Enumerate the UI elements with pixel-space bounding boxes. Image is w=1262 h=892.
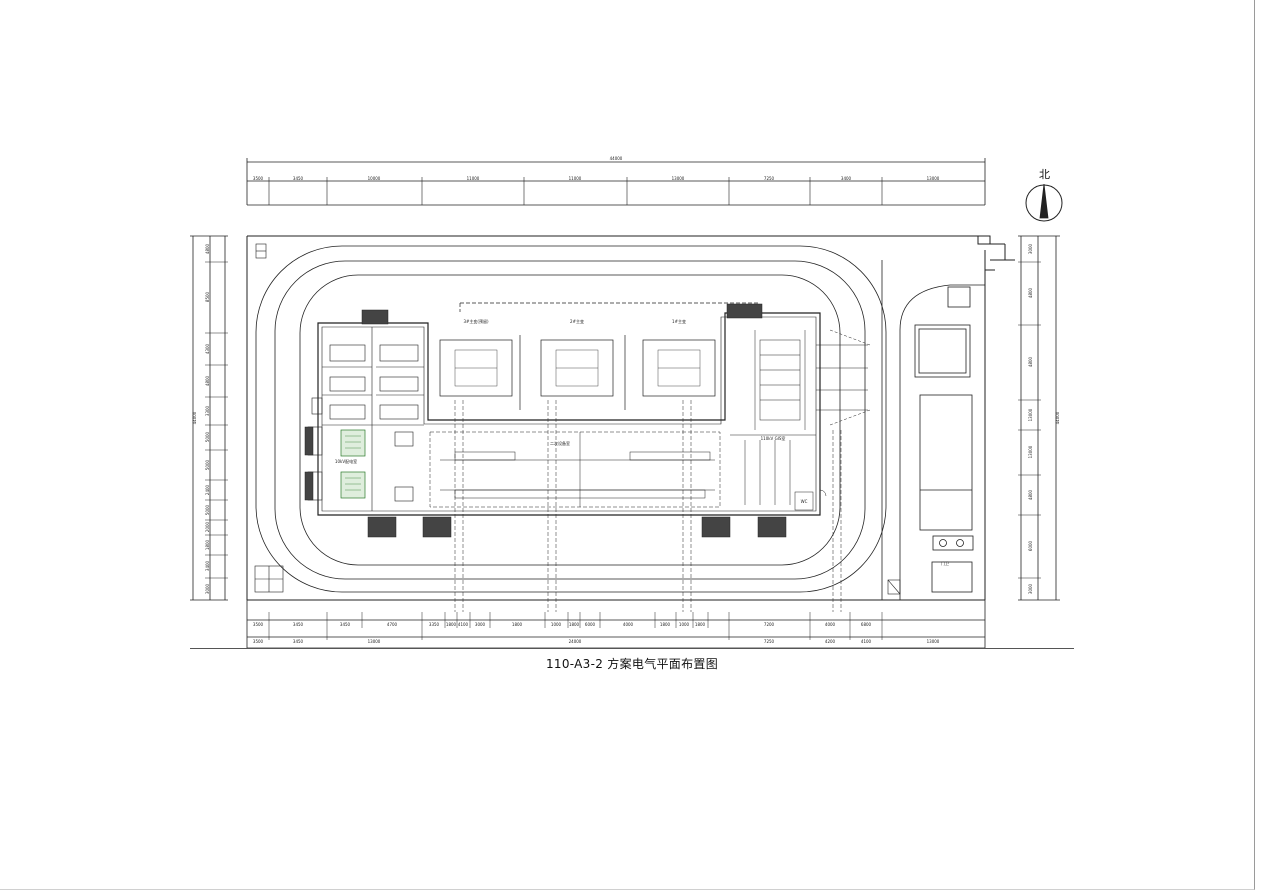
right-dimension: 3000 [1028,583,1033,594]
top-overall-dimension: 44000 [610,156,623,161]
site-boundary-wall [246,235,1015,601]
top-dimension-band [246,158,986,206]
room-label: 110kV GIS室 [761,435,786,441]
bottom-dimension-band [246,599,986,649]
bottom-dimension: 4200 [825,639,836,644]
right-dimension: 6000 [1028,540,1033,551]
top-dimension: 3400 [841,176,852,181]
left-dimension: 5000 [205,504,210,515]
cable-trenches [454,400,842,612]
secondary-equipment-room [429,431,721,508]
bottom-dimension: 13000 [368,639,381,644]
bottom-dimension: 4700 [387,622,398,627]
top-dimension: 3450 [293,176,304,181]
top-dimension: 13000 [927,176,940,181]
bottom-dimension: 3450 [340,622,351,627]
top-dimension: 10000 [368,176,381,181]
bottom-dimension: 3350 [429,622,440,627]
bottom-dimension: 3450 [293,639,304,644]
right-dimension: 3000 [1028,243,1033,254]
left-dimension: 4300 [205,343,210,354]
right-dimension: 13000 [1028,445,1033,458]
gis-room [730,329,871,511]
top-dimension: 3500 [253,176,264,181]
drawing-caption: 110-A3-2 方案电气平面布置图 [190,648,1074,672]
door-blocks [304,303,787,538]
left-dimension: 5000 [205,459,210,470]
right-dimension: 4800 [1028,489,1033,500]
bottom-dimension: 3450 [293,622,304,627]
room-label: WC [801,499,808,504]
right-dimension: 4800 [1028,287,1033,298]
capacitor-banks [340,429,366,499]
transformer-label: 3#主变(预留) [463,318,488,324]
bottom-dimension: 4000 [623,622,634,627]
room-label: 10kV配电室 [335,458,357,464]
left-dimension: 2400 [205,484,210,495]
bottom-dimension: 13000 [927,639,940,644]
bottom-dimension: 4000 [825,622,836,627]
left-dimension: 5000 [205,431,210,442]
bottom-dimension: 3500 [253,622,264,627]
bottom-dimension: 1800 [569,622,580,627]
bottom-dimension: 7200 [764,622,775,627]
north-arrow-icon [1025,183,1063,222]
room-labels: 10kV配电室 二次设备室 110kV GIS室 WC 门卫 [335,435,949,566]
left-dimension: 4800 [205,375,210,386]
bottom-dimension: 6000 [585,622,596,627]
right-overall-dimension: 44000 [1055,411,1060,424]
dimension-labels: 44000 3500 3450 10000 11000 11000 13000 7250 340… [192,156,1060,644]
east-annex-area [881,260,985,600]
top-dimension: 7250 [764,176,775,181]
right-dimension-column [1018,235,1060,601]
bottom-dimension: 1800 [695,622,706,627]
right-dimension: 13000 [1028,408,1033,421]
top-dimension: 11000 [467,176,480,181]
bottom-dimension: 7250 [764,639,775,644]
bottom-dimension: 3000 [475,622,486,627]
right-dimension: 4800 [1028,356,1033,367]
bottom-dimension: 4100 [861,639,872,644]
left-overall-dimension: 44000 [192,411,197,424]
left-dimension-column [190,235,228,601]
left-dimension: 3400 [205,560,210,571]
left-dimension: 2000 [205,521,210,532]
left-dimension: 4800 [205,243,210,254]
transformer-labels: 3#主变(预留) 2#主变 1#主变 [463,318,685,324]
ring-road [255,245,887,593]
bottom-dimension: 4100 [458,622,469,627]
transformer-label: 1#主变 [672,318,686,324]
bottom-dimension: 1000 [679,622,690,627]
bottom-dimension: 3500 [253,639,264,644]
north-label: 北 [1039,168,1050,181]
left-dimension: 8500 [205,291,210,302]
bottom-dimension: 1800 [660,622,671,627]
top-dimension: 11000 [569,176,582,181]
bottom-dimension: 24000 [569,639,582,644]
bottom-dimension: 6800 [861,622,872,627]
left-dimension: 3000 [205,583,210,594]
left-dimension: 1800 [205,539,210,550]
bottom-dimension: 1800 [446,622,457,627]
transformer-label: 2#主变 [570,318,584,324]
room-label: 二次设备室 [550,440,570,446]
main-building [317,312,821,516]
corner-markers [254,243,901,595]
bottom-dimension: 1800 [512,622,523,627]
left-dimension: 3300 [205,405,210,416]
top-dimension: 13000 [672,176,685,181]
transformer-bays [439,302,760,410]
room-label: 门卫 [941,560,949,566]
left-switchgear-room [307,327,424,511]
bottom-dimension: 1000 [551,622,562,627]
